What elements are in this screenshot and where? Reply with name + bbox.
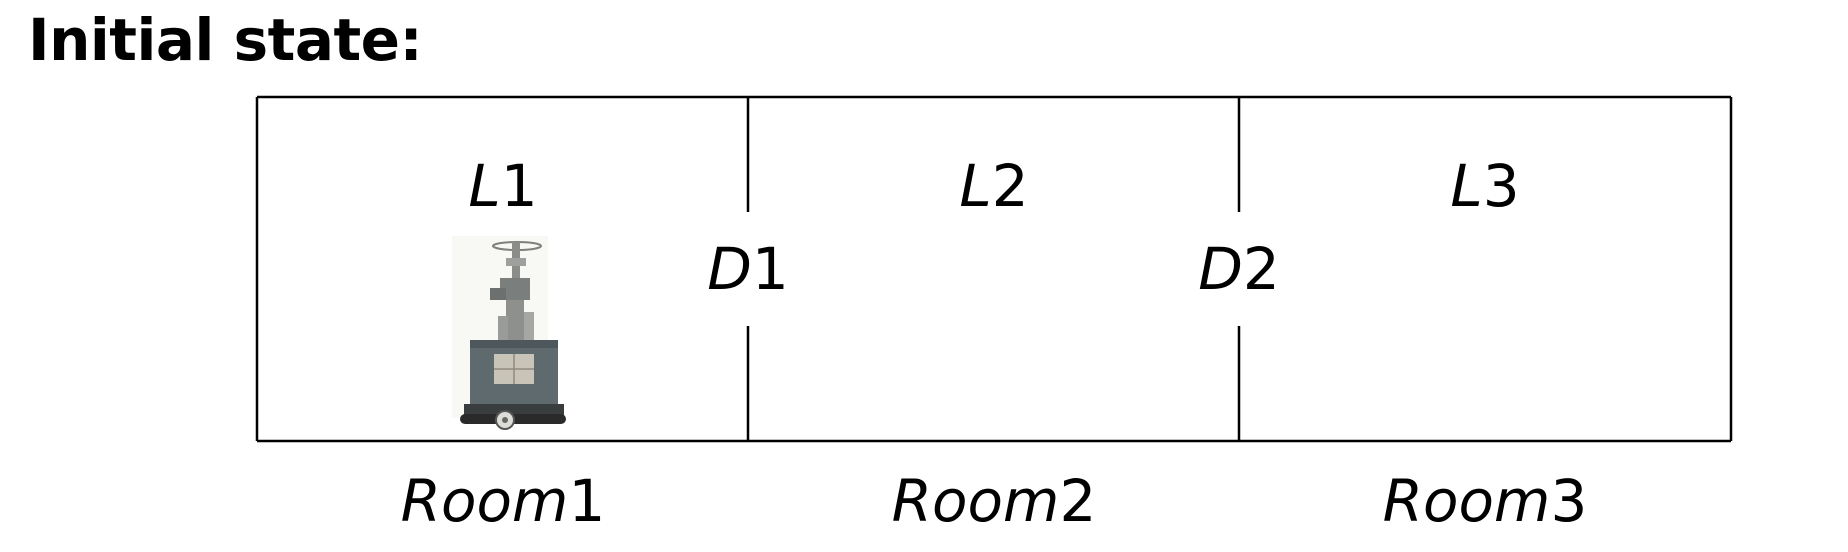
robot-icon [452, 236, 566, 430]
room-label-3: Room3 [1383, 467, 1588, 535]
location-label-3: L3 [1450, 152, 1519, 220]
room-label-1: Room1 [401, 467, 606, 535]
page-title: Initial state: [28, 6, 423, 74]
location-label-2: L2 [959, 152, 1028, 220]
door-label-2: D2 [1198, 235, 1280, 303]
location-label-1: L1 [468, 152, 537, 220]
door-label-1: D1 [707, 235, 789, 303]
room-label-2: Room2 [892, 467, 1097, 535]
